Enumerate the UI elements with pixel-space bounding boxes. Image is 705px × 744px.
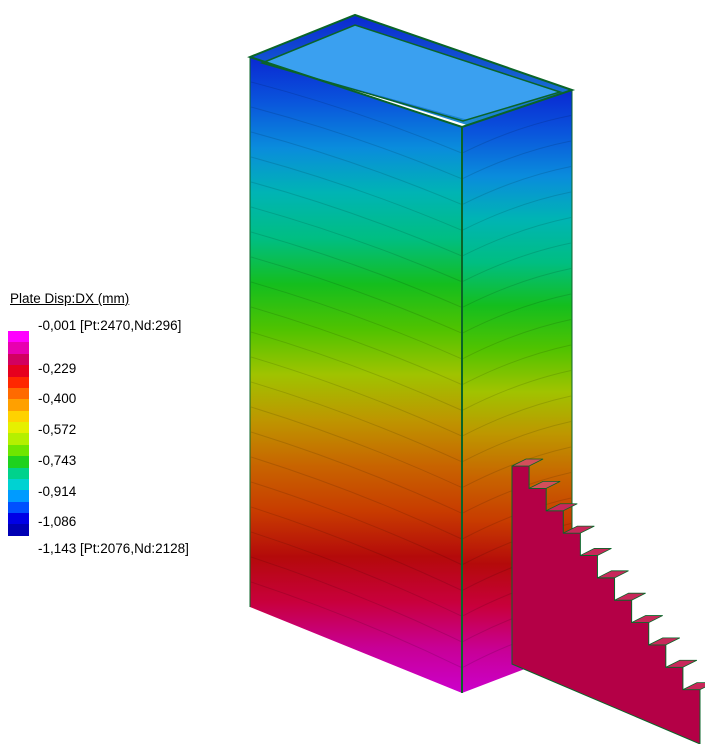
legend-color-swatch (8, 376, 29, 388)
legend-color-swatch (8, 342, 29, 354)
legend-color-swatch (8, 467, 29, 479)
legend-color-swatch (8, 456, 29, 468)
contour-line (462, 191, 572, 231)
legend-tick-label: -0,400 (38, 391, 77, 406)
legend-max-label: -0,001 [Pt:2470,Nd:296] (38, 318, 182, 333)
legend-color-swatch (8, 501, 29, 513)
contour-line (250, 481, 462, 565)
legend-color-swatch (8, 331, 29, 343)
stair-tread (563, 525, 595, 534)
contour-line (250, 381, 462, 462)
stair-tread (648, 637, 680, 646)
stair-tread (597, 570, 629, 579)
contour-line (250, 556, 462, 642)
contour-line (250, 156, 462, 231)
legend-color-swatch (8, 353, 29, 366)
stair-tread (580, 548, 612, 556)
contour-legend: Plate Disp:DX (mm) -0,001 [Pt:2470,Nd:29… (0, 0, 240, 744)
contour-line (462, 370, 572, 411)
stair-tread (614, 592, 646, 601)
legend-color-swatch (8, 387, 29, 400)
legend-tick-label: -0,229 (38, 361, 77, 376)
contour-line (250, 531, 462, 617)
legend-color-swatch (8, 490, 29, 502)
contour-line (250, 81, 462, 154)
contour-line (250, 206, 462, 282)
stair-tread (546, 503, 578, 512)
legend-color-swatch (8, 524, 29, 536)
contour-line (462, 344, 572, 385)
contour-line (250, 406, 462, 488)
legend-color-swatch (8, 478, 29, 491)
front-contour-bands (250, 81, 462, 668)
legend-color-bar (8, 331, 29, 536)
legend-color-swatch (8, 410, 29, 422)
legend-tick-label: -0,572 (38, 422, 77, 437)
contour-line (462, 217, 572, 257)
legend-tick-label: -0,743 (38, 453, 77, 468)
tank-top-rim-inner (259, 24, 563, 122)
stair-tread (511, 458, 544, 467)
contour-line (250, 281, 462, 360)
contour-line (462, 242, 572, 282)
contour-line (250, 581, 462, 668)
stepped-stair-wall (511, 458, 705, 744)
legend-tick-label: -0,914 (38, 484, 77, 499)
contour-line (462, 293, 572, 334)
contour-line (250, 106, 462, 179)
contour-line (462, 166, 572, 205)
contour-line (250, 231, 462, 308)
contour-line (462, 395, 572, 437)
contour-line (462, 140, 572, 179)
tank-inner-floor (262, 25, 558, 120)
contour-line (462, 319, 572, 359)
stair-tread (665, 659, 698, 668)
contour-line (250, 306, 462, 385)
contour-line (462, 421, 572, 462)
contour-line (250, 506, 462, 591)
contour-line (250, 431, 462, 514)
tank-front-face (250, 57, 462, 693)
contour-line (250, 456, 462, 540)
contour-line (462, 115, 572, 154)
legend-color-swatch (8, 422, 29, 434)
contour-line (250, 181, 462, 257)
stair-tread (631, 615, 663, 623)
legend-color-swatch (8, 433, 29, 445)
contour-line (250, 131, 462, 205)
stair-tread (528, 480, 561, 489)
contour-line (250, 256, 462, 334)
legend-tick-label: -1,086 (38, 514, 77, 529)
contour-line (250, 331, 462, 411)
legend-color-swatch (8, 365, 29, 377)
legend-title: Plate Disp:DX (mm) (10, 291, 130, 306)
legend-color-swatch (8, 444, 29, 457)
legend-color-swatch (8, 513, 29, 525)
stair-front-face (511, 465, 701, 744)
contour-line (250, 356, 462, 437)
contour-line (462, 268, 572, 308)
stair-tread (682, 682, 705, 691)
legend-min-label: -1,143 [Pt:2076,Nd:2128] (38, 541, 189, 556)
legend-color-swatch (8, 399, 29, 411)
